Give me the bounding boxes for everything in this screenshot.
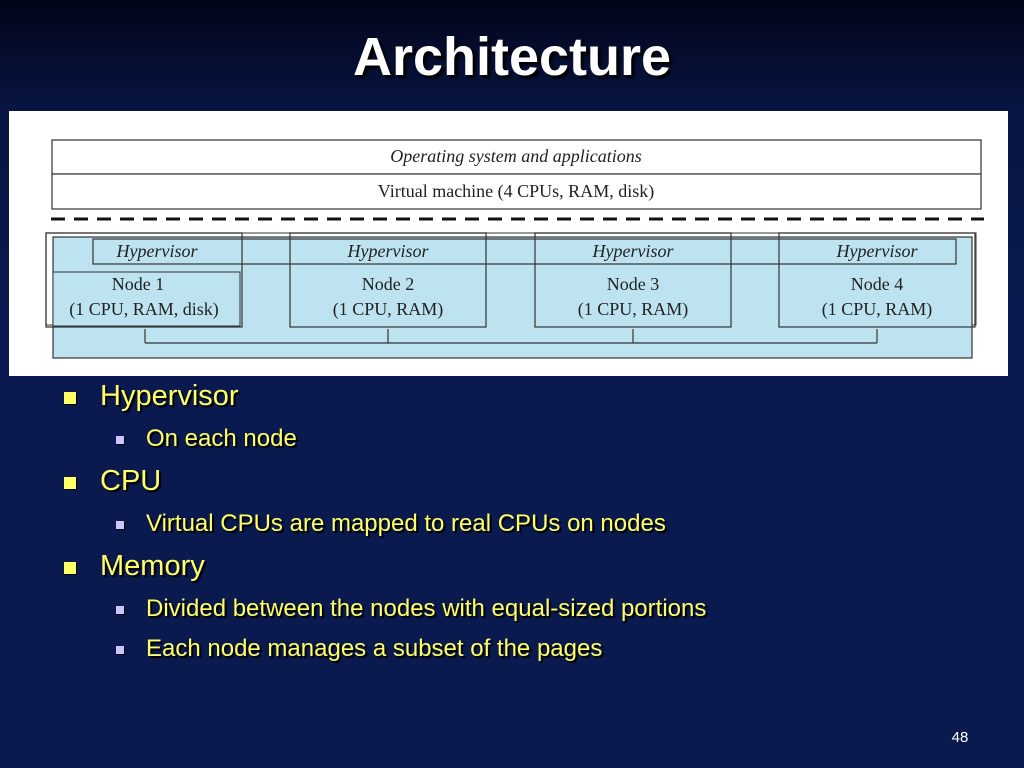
bullet-label: CPU (100, 465, 162, 497)
node-1-inner (52, 271, 241, 327)
bullet-label: Hypervisor (100, 380, 239, 412)
page-number: 48 (951, 729, 969, 746)
hypervisor-band (92, 238, 957, 265)
node-3-hypervisor: Hypervisor (592, 241, 675, 261)
bullet-hypervisor: Hypervisor (60, 374, 990, 419)
node-2-box (289, 232, 487, 328)
bullet-square-icon (64, 562, 76, 574)
node-4-box (778, 232, 976, 328)
node-3-box (534, 232, 732, 328)
node-3-name: Node 3 (607, 274, 660, 294)
node-4-spec: (1 CPU, RAM) (822, 299, 933, 320)
bullet-list: Hypervisor On each node CPU Virtual CPUs… (60, 374, 990, 669)
bullet-square-icon (64, 477, 76, 489)
node-3-spec: (1 CPU, RAM) (578, 299, 689, 320)
node-1-spec: (1 CPU, RAM, disk) (69, 299, 219, 320)
interconnect-bus (144, 329, 878, 344)
sub-bullet: Each node manages a subset of the pages (60, 629, 990, 669)
node-1-name: Node 1 (112, 274, 165, 294)
bullet-square-icon (64, 392, 76, 404)
os-layer-label: Operating system and applications (390, 146, 641, 166)
sub-bullet-label: On each node (146, 425, 297, 452)
bullet-label: Memory (100, 550, 205, 582)
sub-bullet-label: Each node manages a subset of the pages (146, 635, 603, 662)
slide-title: Architecture (352, 27, 672, 87)
os-layer-box (51, 139, 982, 175)
node-4-hypervisor: Hypervisor (836, 241, 919, 261)
bullet-memory: Memory (60, 544, 990, 589)
node-2-spec: (1 CPU, RAM) (333, 299, 444, 320)
vm-layer-label: Virtual machine (4 CPUs, RAM, disk) (378, 181, 654, 202)
node-1-hypervisor: Hypervisor (116, 241, 199, 261)
sub-bullet-square-icon (116, 646, 124, 654)
node-2-hypervisor: Hypervisor (347, 241, 430, 261)
architecture-diagram: Operating system and applications Virtua… (9, 111, 1008, 376)
sub-bullet-label: Divided between the nodes with equal-siz… (146, 595, 707, 622)
sub-bullet-square-icon (116, 521, 124, 529)
node-4-name: Node 4 (851, 274, 904, 294)
bullet-cpu: CPU (60, 459, 990, 504)
sub-bullet-square-icon (116, 436, 124, 444)
sub-bullet: On each node (60, 419, 990, 459)
vm-layer-box (51, 173, 982, 210)
node-2-name: Node 2 (362, 274, 415, 294)
sub-bullet: Virtual CPUs are mapped to real CPUs on … (60, 504, 990, 544)
sub-bullet-label: Virtual CPUs are mapped to real CPUs on … (146, 510, 666, 537)
sub-bullet-square-icon (116, 606, 124, 614)
node-1-box (45, 232, 243, 328)
sub-bullet: Divided between the nodes with equal-siz… (60, 589, 990, 629)
